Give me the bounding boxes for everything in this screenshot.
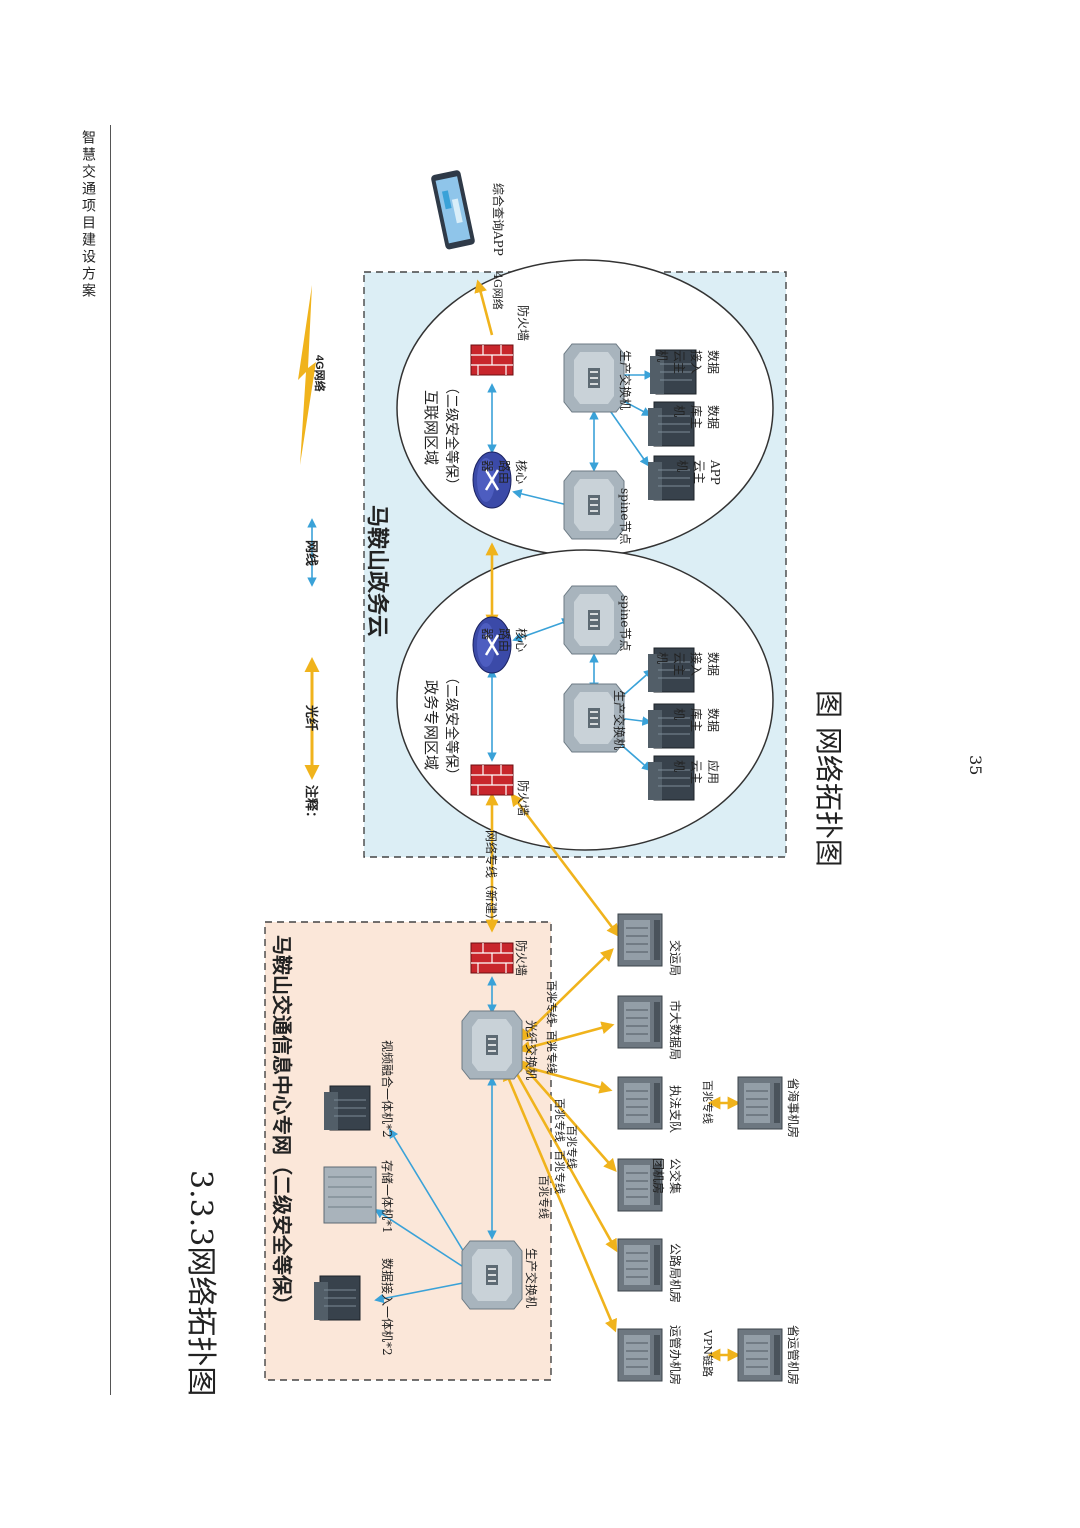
site-label: 公交集团机房 <box>651 1158 682 1195</box>
fiber-switch-label: 光纤交换机 <box>524 1020 538 1081</box>
line-label: 百兆专线 <box>545 1030 558 1074</box>
gov-host-3: 数据接入云主机 <box>655 652 720 677</box>
device-label-1: 数据接入一体机*2 <box>380 1258 394 1356</box>
private-firewall-label: 防火墙 <box>514 940 528 977</box>
server-icon <box>323 1166 377 1224</box>
internet-host-3: 数据接入云主机 <box>655 350 720 375</box>
server-icon <box>313 1275 361 1321</box>
internet-spine-label: spine节点 <box>618 488 632 545</box>
firewall-icon <box>470 344 514 376</box>
gov-host-2: 数据库主机 <box>672 708 720 733</box>
provincial-site-label: 省运管机房 <box>786 1325 800 1386</box>
site-label: 市大数据局 <box>668 1000 682 1061</box>
internet-firewall-label: 防火墙 <box>516 305 530 342</box>
server-icon <box>617 1328 663 1382</box>
internet-host-1: APP云主机 <box>675 460 722 485</box>
header-rule <box>110 125 111 1395</box>
legend-fiber-label: 光纤 <box>304 705 319 732</box>
site-label: 交运局 <box>668 940 682 977</box>
gov-zone-title: 政务专网区域 <box>422 680 440 771</box>
gov-firewall-label: 防火墙 <box>516 780 530 817</box>
gov-host-1: 应用云主机 <box>672 760 720 785</box>
switch-icon <box>563 585 625 655</box>
cloud-title: 马鞍山政务云 <box>365 505 390 638</box>
server-icon <box>617 995 663 1049</box>
private-net-title: 马鞍山交通信息中心专网（二级安全等保） <box>270 935 292 1315</box>
tablet-icon <box>431 170 475 250</box>
server-icon <box>617 1076 663 1130</box>
server-icon <box>737 1076 783 1130</box>
site-label: 运管办机房 <box>668 1325 682 1386</box>
gov-zone-sub: （二级安全等保） <box>443 670 459 782</box>
app-link-label: 4G网络 <box>491 272 504 310</box>
private-net-region <box>264 921 552 1381</box>
doc-title: 智慧交通项目建设方案 <box>80 130 96 300</box>
server-icon <box>737 1328 783 1382</box>
server-icon <box>617 913 663 967</box>
line-label: 百兆专线 <box>537 1175 550 1219</box>
firewall-icon <box>470 942 514 974</box>
prod-switch-label: 生产交换机 <box>524 1248 538 1309</box>
lightning-icon <box>298 285 316 465</box>
gov-spine-label: spine节点 <box>618 595 632 652</box>
device-label-3: 视频融合一体机*2 <box>380 1040 394 1138</box>
switch-icon <box>563 470 625 540</box>
line-label: 百兆专线 <box>553 1150 566 1194</box>
internet-zone-sub: （二级安全等保） <box>443 380 459 492</box>
firewall-icon <box>470 764 514 796</box>
legend-4g-label: 4G网络 <box>313 355 325 392</box>
server-icon <box>617 1238 663 1292</box>
gov-router-label: 核心路由器 <box>480 628 528 653</box>
legend-note: 注释： <box>304 785 319 825</box>
internet-router-label: 核心路由器 <box>480 460 528 485</box>
legend-cable-label: 网线 <box>304 540 319 567</box>
mbps-line-label: 百兆专线 <box>701 1080 714 1124</box>
dedicated-line-label: 网络专线（新建） <box>484 830 498 927</box>
internet-switch-label: 生产交换机 <box>618 350 632 411</box>
vpn-label: VPN链路 <box>701 1330 714 1377</box>
switch-icon <box>563 343 625 413</box>
switch-icon <box>461 1240 523 1310</box>
gov-switch-label: 生产交换机 <box>612 690 626 751</box>
device-label-2: 存储一体机*1 <box>380 1160 394 1234</box>
app-label: 综合查询APP <box>491 183 505 256</box>
site-label: 执法支队 <box>668 1085 682 1134</box>
server-icon <box>323 1085 371 1131</box>
line-label: 百兆专线 <box>545 980 558 1024</box>
switch-icon <box>461 1010 523 1080</box>
legend <box>298 285 320 780</box>
internet-zone-title: 互联网区域 <box>422 390 440 466</box>
internet-host-2: 数据库主机 <box>672 405 720 430</box>
site-label: 公路局机房 <box>668 1243 682 1304</box>
provincial-site-label: 省海事机房 <box>786 1078 800 1139</box>
